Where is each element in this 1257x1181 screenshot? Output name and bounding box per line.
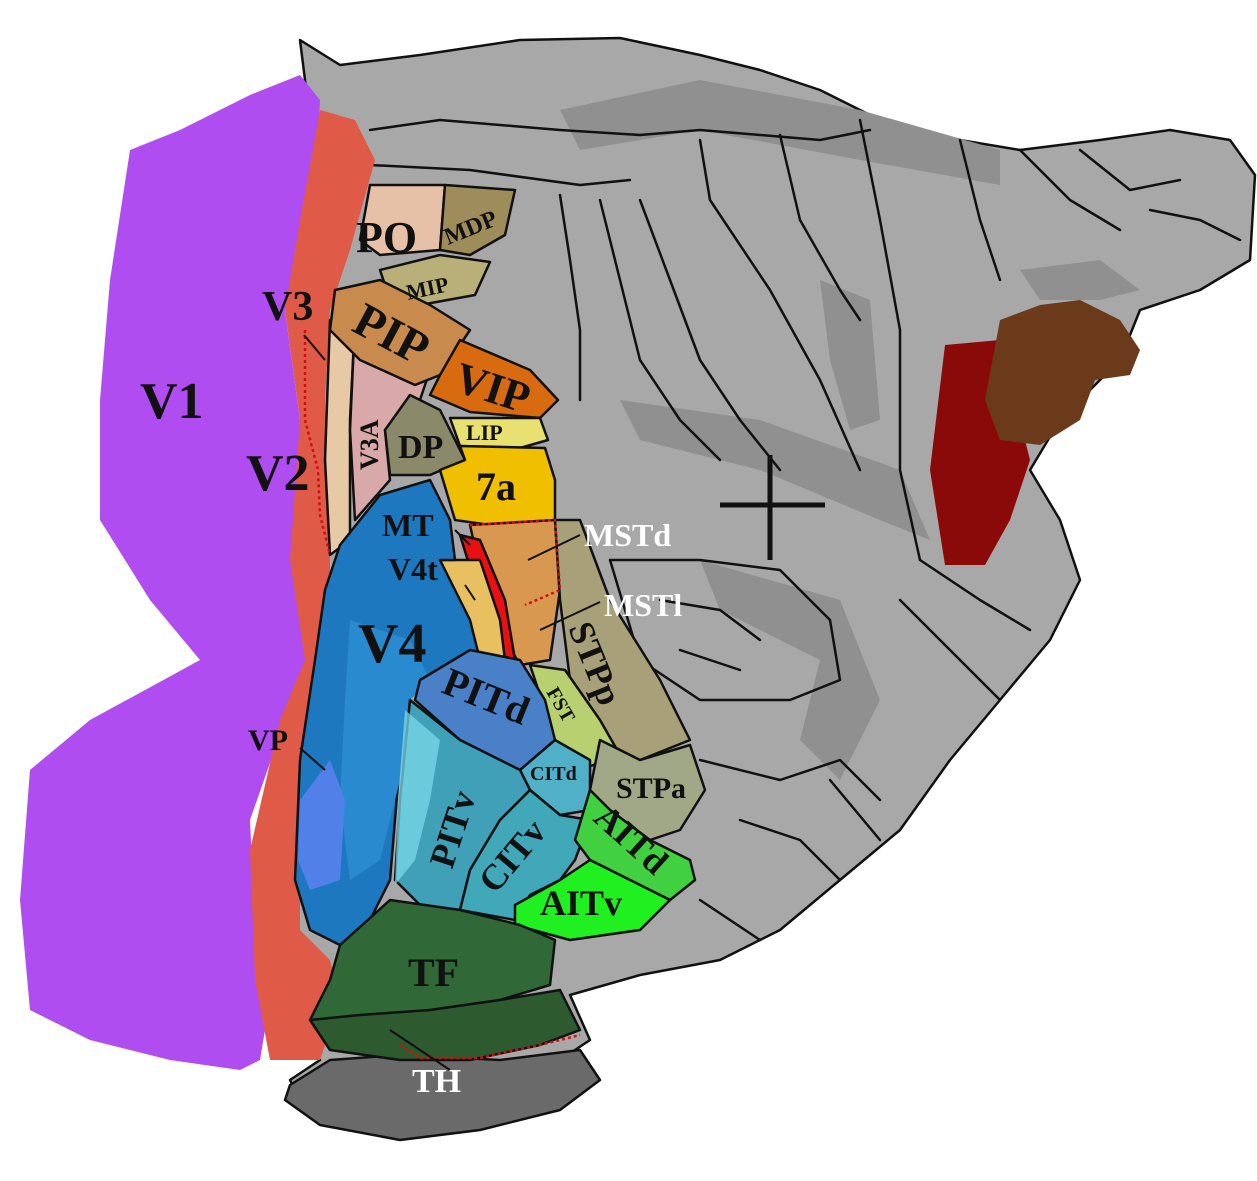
label-dp: DP <box>398 429 443 466</box>
label-7a: 7a <box>476 464 516 509</box>
label-v3a: V3A <box>355 419 384 470</box>
label-tf: TF <box>408 950 459 995</box>
label-citd: CITd <box>530 763 577 785</box>
label-v4: V4 <box>358 613 426 675</box>
label-v1: V1 <box>140 373 204 430</box>
label-stpa: STPa <box>616 772 686 805</box>
frontal-brown-area <box>985 300 1140 445</box>
label-v3: V3 <box>262 284 313 330</box>
label-mstl: MSTl <box>604 587 682 623</box>
label-po: PO <box>356 213 417 262</box>
label-aitv: AITv <box>540 883 622 923</box>
label-mstd: MSTd <box>584 517 671 553</box>
label-v2: V2 <box>246 445 310 502</box>
label-th: TH <box>412 1063 461 1100</box>
label-v4t: V4t <box>388 551 438 587</box>
label-vp: VP <box>248 724 288 757</box>
label-lip: LIP <box>466 420 503 445</box>
label-mt: MT <box>382 507 434 543</box>
